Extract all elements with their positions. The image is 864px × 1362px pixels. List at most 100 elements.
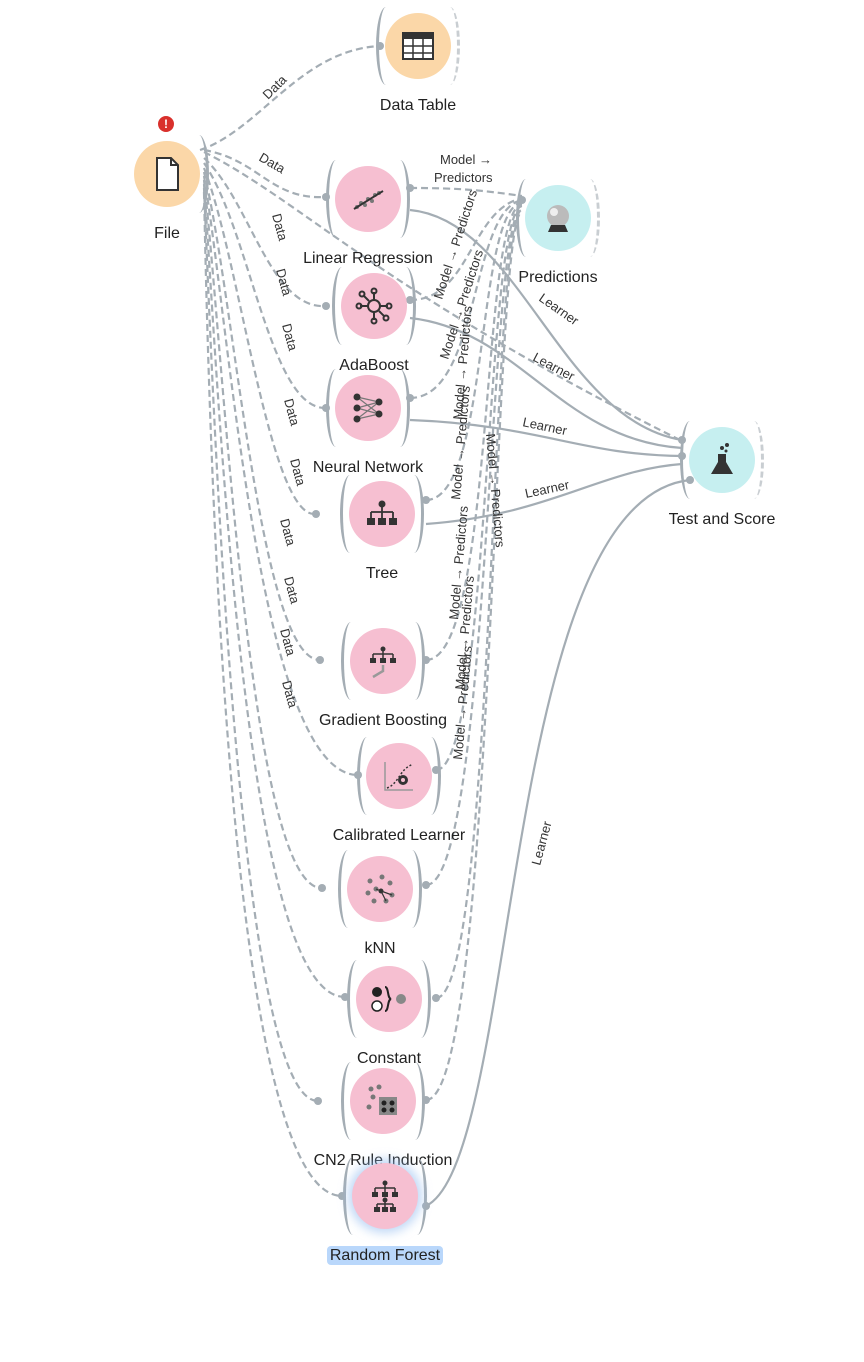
- output-anchor[interactable]: [580, 179, 600, 257]
- link-label-data: Data: [277, 517, 299, 548]
- link-label-predictors: Predictors: [434, 170, 493, 185]
- node-label: File: [154, 225, 180, 242]
- input-anchor[interactable]: [376, 7, 396, 85]
- output-anchor[interactable]: [404, 475, 424, 553]
- link-label-data: Data: [281, 397, 303, 428]
- node-tree[interactable]: Tree: [282, 475, 482, 601]
- adaboost-icon: [355, 287, 393, 325]
- node-file[interactable]: File: [67, 135, 267, 261]
- link-ada-test: [409, 316, 683, 450]
- warning-icon[interactable]: !: [158, 116, 174, 132]
- regression-icon: [353, 190, 384, 210]
- cn2-rule-induction-widget[interactable]: [350, 1068, 416, 1134]
- node-label: Gradient Boosting: [318, 712, 448, 729]
- link-label-model: Model →: [440, 152, 492, 167]
- link-label-learner: Learner: [531, 349, 578, 384]
- neural-network-icon: [353, 393, 383, 423]
- input-anchor[interactable]: [516, 179, 536, 257]
- node-label: Neural Network: [312, 459, 424, 476]
- output-anchor[interactable]: [405, 622, 425, 700]
- output-anchor[interactable]: [390, 369, 410, 447]
- link-file-gb: [202, 171, 321, 662]
- data-table-widget[interactable]: [385, 13, 451, 79]
- flask-icon: [711, 443, 733, 474]
- neural-network-widget[interactable]: [335, 375, 401, 441]
- input-anchor[interactable]: [332, 267, 352, 345]
- file-widget[interactable]: [134, 141, 200, 207]
- node-knn[interactable]: kNN: [280, 850, 480, 976]
- link-file-adaboost: [203, 157, 327, 308]
- input-anchor[interactable]: [341, 1062, 361, 1140]
- output-anchor[interactable]: [390, 160, 410, 238]
- link-linreg-pred: [409, 186, 523, 198]
- node-random-forest[interactable]: Random Forest: [285, 1157, 485, 1283]
- linear-regression-widget[interactable]: [335, 166, 401, 232]
- input-anchor[interactable]: [326, 369, 346, 447]
- link-linreg-test: [409, 208, 683, 442]
- node-linear-regression[interactable]: Linear Regression: [268, 160, 468, 286]
- input-anchor[interactable]: [340, 475, 360, 553]
- node-label: Calibrated Learner: [332, 827, 466, 844]
- output-anchor[interactable]: [189, 135, 209, 213]
- node-data-table[interactable]: Data Table: [318, 7, 518, 133]
- output-anchor[interactable]: [402, 850, 422, 928]
- node-label: Data Table: [379, 97, 457, 114]
- knn-widget[interactable]: [347, 856, 413, 922]
- input-anchor[interactable]: [338, 850, 358, 928]
- predictions-widget[interactable]: [525, 185, 591, 251]
- adaboost-widget[interactable]: [341, 273, 407, 339]
- tree-widget[interactable]: [349, 481, 415, 547]
- node-adaboost[interactable]: AdaBoost: [274, 267, 474, 393]
- calibrated-learner-widget[interactable]: [366, 743, 432, 809]
- node-neural-network[interactable]: Neural Network: [268, 369, 468, 495]
- random-forest-widget[interactable]: [352, 1163, 418, 1229]
- output-anchor[interactable]: [396, 267, 416, 345]
- node-gradient-boosting[interactable]: Gradient Boosting: [283, 622, 483, 748]
- output-anchor[interactable]: [405, 1062, 425, 1140]
- link-tree-test: [425, 462, 683, 526]
- output-anchor[interactable]: [407, 1157, 427, 1235]
- node-label: Random Forest: [285, 1246, 485, 1265]
- link-label-data: Data: [287, 457, 309, 488]
- link-tree-pred: [425, 200, 523, 502]
- gradient-boosting-widget[interactable]: [350, 628, 416, 694]
- constant-icon: [371, 986, 406, 1012]
- output-anchor[interactable]: [411, 960, 431, 1038]
- test-and-score-widget[interactable]: [689, 427, 755, 493]
- link-nn-test: [409, 418, 683, 458]
- input-anchor[interactable]: [680, 421, 700, 499]
- constant-widget[interactable]: [356, 966, 422, 1032]
- input-anchor[interactable]: [326, 160, 346, 238]
- link-file-linreg: [203, 148, 327, 199]
- input-anchor[interactable]: [341, 622, 361, 700]
- gradient-boosting-icon: [370, 646, 396, 679]
- output-anchor[interactable]: [744, 421, 764, 499]
- input-anchor[interactable]: [357, 737, 377, 815]
- link-file-nn: [203, 162, 327, 410]
- output-anchor[interactable]: [440, 7, 460, 85]
- cn2-icon: [366, 1084, 397, 1115]
- link-file-tree: [202, 167, 317, 516]
- node-label: AdaBoost: [339, 357, 409, 374]
- link-knn-pred: [425, 206, 523, 887]
- link-file-cn2: [202, 187, 319, 1103]
- crystal-ball-icon: [547, 205, 569, 232]
- link-const-pred: [435, 208, 524, 1000]
- knn-icon: [365, 874, 395, 904]
- node-constant[interactable]: Constant: [289, 960, 489, 1086]
- table-icon: [402, 32, 434, 60]
- link-ada-pred: [409, 196, 523, 302]
- node-label: Linear Regression: [303, 250, 433, 267]
- input-anchor[interactable]: [347, 960, 367, 1038]
- input-anchor[interactable]: [343, 1157, 363, 1235]
- random-forest-icon: [372, 1180, 398, 1212]
- node-label: kNN: [364, 940, 396, 957]
- node-calibrated-learner[interactable]: Calibrated Learner: [299, 737, 499, 863]
- link-file-rf: [202, 191, 343, 1198]
- output-anchor[interactable]: [421, 737, 441, 815]
- node-test-and-score[interactable]: Test and Score: [622, 421, 822, 547]
- node-predictions[interactable]: Predictions: [458, 179, 658, 305]
- link-cn2-pred: [425, 210, 524, 1102]
